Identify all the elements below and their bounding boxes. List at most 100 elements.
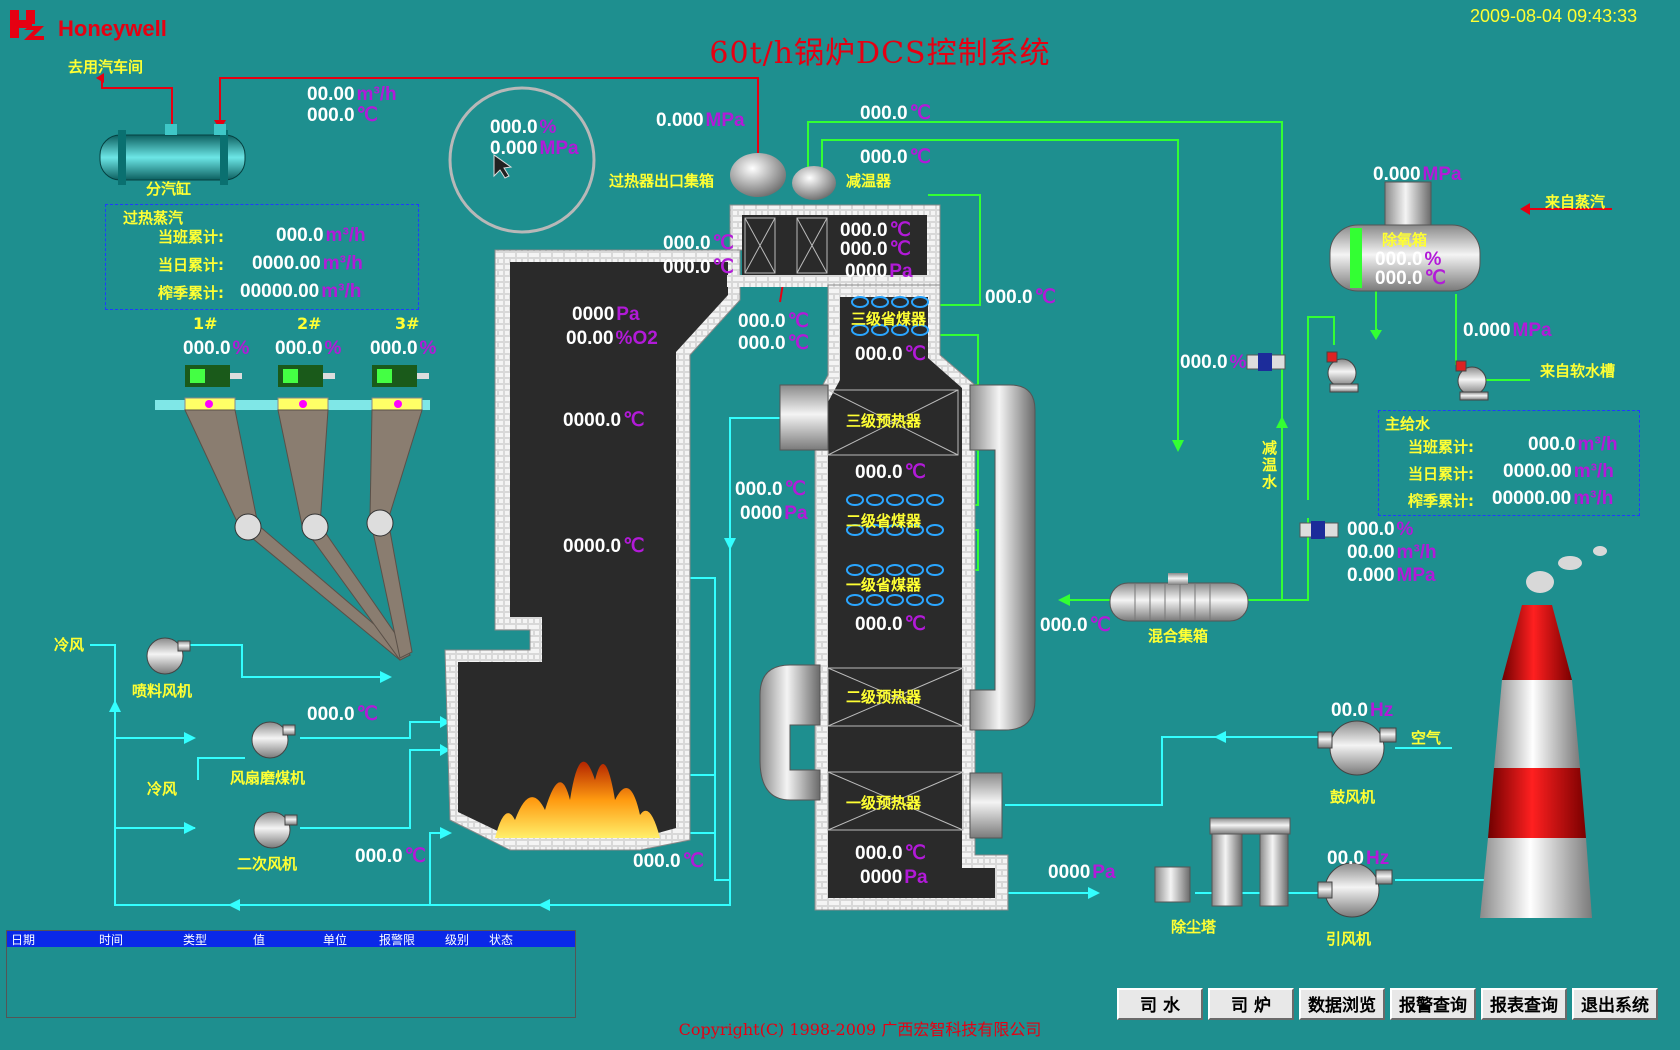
chimney <box>1480 546 1607 918</box>
furnace-wall <box>444 249 741 851</box>
steam-header-drum <box>99 124 246 185</box>
data-browse-button[interactable]: 数据浏览 <box>1299 988 1385 1020</box>
feedwater-valve-pct: 000.0% <box>1347 519 1414 540</box>
deaerator-temp: 000.0℃ <box>1375 268 1446 289</box>
datetime: 2009-08-04 09:43:33 <box>1470 6 1638 26</box>
steam-header-temp: 000.0℃ <box>307 105 378 126</box>
feeder-1-value: 000.0% <box>183 338 250 359</box>
alarm-query-button[interactable]: 报警查询 <box>1390 988 1476 1020</box>
logo-mark-icon <box>10 10 44 40</box>
exit-system-button[interactable]: 退出系统 <box>1572 988 1658 1020</box>
superheat-totals-title: 过热蒸汽 <box>123 209 184 227</box>
cold-air-1-label: 冷风 <box>54 636 85 654</box>
eco2-label: 二级省煤器 <box>846 512 922 530</box>
duct-temp-1: 000.0℃ <box>738 311 809 332</box>
report-query-button[interactable]: 报表查询 <box>1481 988 1567 1020</box>
red-steam-line <box>101 77 1612 210</box>
mill-fan-temp: 000.0℃ <box>307 704 378 725</box>
feed-pumps <box>1326 351 1489 401</box>
superheat-totals-box <box>105 204 419 310</box>
spray-fan-label: 喷料风机 <box>132 682 193 700</box>
furnace-side-temp: 000.0℃ <box>735 479 806 500</box>
desuper-water-label: 减温水 <box>1262 439 1278 491</box>
ah3-label: 三级预热器 <box>846 412 922 430</box>
eco1-label: 一级省煤器 <box>846 576 922 594</box>
dust-tower-label: 除尘塔 <box>1171 918 1217 936</box>
alarm-col-unit: 单位 <box>323 933 348 947</box>
furnace-o2: 00.00%O2 <box>566 328 658 349</box>
fan-machines <box>146 637 1397 918</box>
page-title: 60t/h锅炉DCS控制系统 <box>709 36 1051 71</box>
feeder-3-value: 000.0% <box>370 338 437 359</box>
feeder-1-name: 1# <box>193 314 218 333</box>
feedwater-season-label: 榨季累计: <box>1408 492 1474 510</box>
feeder-2-value: 000.0% <box>275 338 342 359</box>
desuperheater-temp-1: 000.0℃ <box>860 103 931 124</box>
backpass-right-temp: 000.0℃ <box>985 287 1056 308</box>
superheat-shift-row: 当班累计: <box>158 228 224 246</box>
backpass-outlet-temp: 000.0℃ <box>855 843 926 864</box>
id-fan-label: 引风机 <box>1326 930 1372 948</box>
air-ducts <box>759 384 1036 839</box>
backpass-top-temp-1: 000.0℃ <box>840 220 911 241</box>
furnace-bottom-left-temp: 000.0℃ <box>355 846 426 867</box>
feeder-units <box>184 365 429 411</box>
ah3-temp: 000.0℃ <box>855 462 926 483</box>
alarm-panel[interactable]: 日期 时间 类型 值 单位 报警限 级别 状态 <box>6 930 576 1018</box>
flame <box>495 761 660 838</box>
cyan-lines <box>90 417 1495 906</box>
boiler-operator-button[interactable]: 司 炉 <box>1208 988 1294 1020</box>
alarm-col-status: 状态 <box>489 933 514 947</box>
mixing-header-temp: 000.0℃ <box>1040 615 1111 636</box>
mixing-header-label: 混合集箱 <box>1148 627 1209 645</box>
desuperheater-label: 减温器 <box>846 172 892 190</box>
pressure-gauge-ring <box>448 86 596 234</box>
alarm-col-value: 值 <box>253 933 266 947</box>
dust-tower <box>1154 817 1291 907</box>
mixing-header-drum <box>1109 573 1249 622</box>
alarm-col-level: 级别 <box>445 933 470 947</box>
alarm-col-time: 时间 <box>99 933 124 947</box>
air-label: 空气 <box>1411 729 1442 747</box>
secondary-fan-label: 二次风机 <box>237 855 298 873</box>
furnace-top-temp-2: 000.0℃ <box>663 257 734 278</box>
desuperheater-temp-2: 000.0℃ <box>860 147 931 168</box>
ah1-label: 一级预热器 <box>846 794 922 812</box>
superheat-day-row: 当日累计: <box>158 256 224 274</box>
furnace-temp-lower: 0000.0℃ <box>563 536 645 557</box>
backpass-column <box>814 284 1009 911</box>
furnace-bottom-right-temp: 000.0℃ <box>633 851 704 872</box>
superheater-outlet-header <box>730 153 786 197</box>
desuper-water-valve-pct: 000.0% <box>1180 352 1247 373</box>
economizer-coils <box>846 296 944 606</box>
ah2-label: 二级预热器 <box>846 688 922 706</box>
alarm-col-limit: 报警限 <box>379 933 416 947</box>
superheat-season-row: 榨季累计: <box>158 284 224 302</box>
steam-header-label: 分汽缸 <box>146 180 192 198</box>
furnace-top-temp-1: 000.0℃ <box>663 233 734 254</box>
water-operator-button[interactable]: 司 水 <box>1117 988 1203 1020</box>
alarm-table-header: 日期 时间 类型 值 单位 报警限 级别 状态 <box>7 931 575 947</box>
desuperheater-dome <box>792 166 836 200</box>
superheater-outlet-label: 过热器出口集箱 <box>609 172 715 190</box>
brand-logo: Honeywell <box>58 16 167 41</box>
